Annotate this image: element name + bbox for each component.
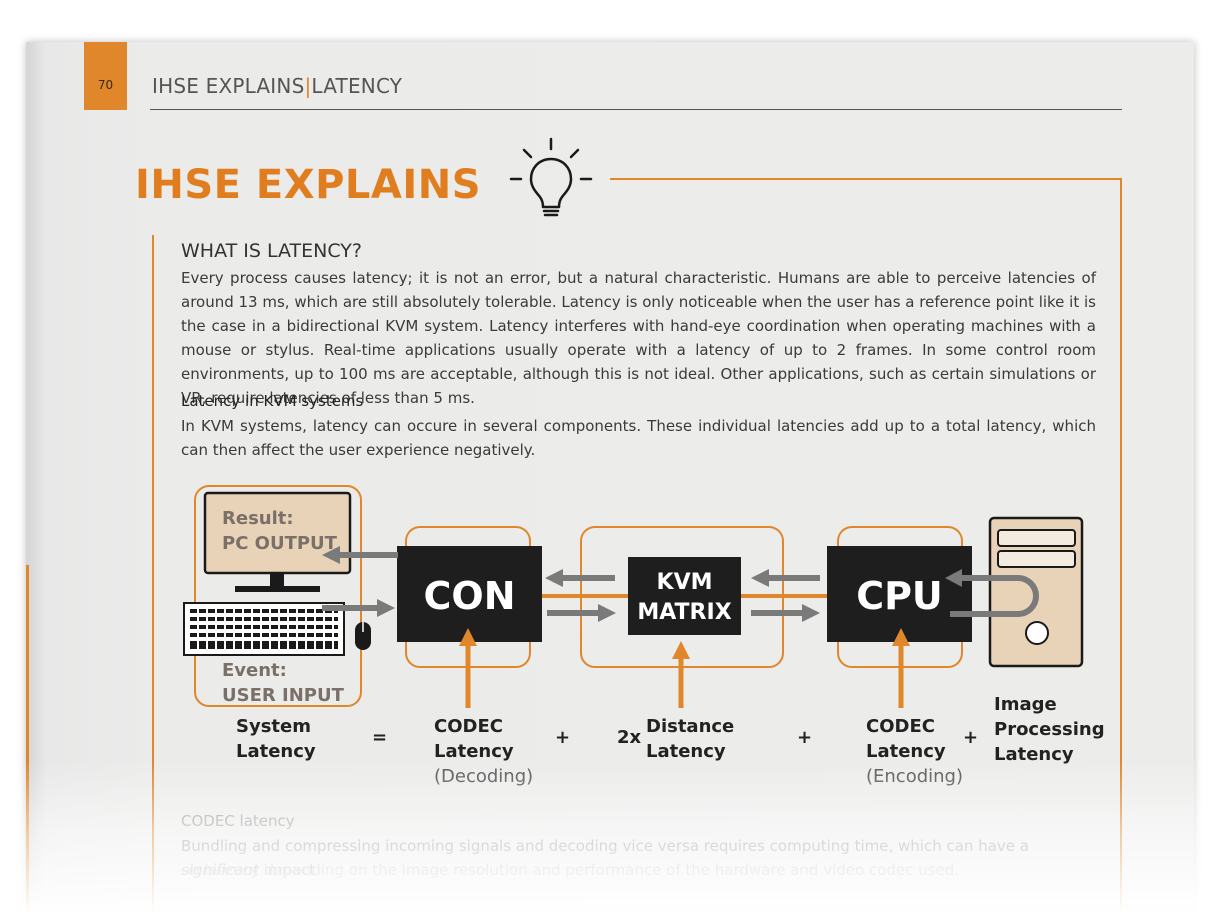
page-number-tab (84, 42, 127, 110)
running-header-section: IHSE EXPLAINS (152, 74, 305, 98)
left-border-line (152, 235, 154, 915)
con-box (397, 546, 542, 642)
monitor-icon (203, 491, 352, 592)
codec-paragraph-line2: on latency depending on the image resolu… (181, 861, 959, 879)
intro-paragraph: Every process causes latency; it is not … (181, 269, 1096, 407)
header-rule (150, 109, 1122, 110)
page-edge-accent (26, 565, 29, 915)
running-header: IHSE EXPLAINS|LATENCY (152, 74, 402, 98)
plus-sign-1: + (555, 727, 571, 748)
matrix-label-line1: KVM (656, 570, 713, 595)
equals-sign: = (372, 727, 388, 748)
con-label: CON (423, 574, 516, 618)
result-label: Result: (222, 508, 294, 529)
keyboard-icon (183, 602, 345, 656)
plus-sign-2: + (797, 727, 813, 748)
page-number: 70 (97, 78, 114, 92)
title-rule (610, 178, 1122, 180)
matrix-label-line2: MATRIX (637, 600, 732, 625)
cpu-box (827, 546, 972, 642)
result-value: PC OUTPUT (222, 533, 337, 554)
intro-heading: WHAT IS LATENCY? (181, 240, 362, 262)
cpu-label: CPU (856, 574, 943, 618)
event-label: Event: (222, 660, 287, 681)
running-header-topic: LATENCY (311, 74, 403, 98)
lightbulb-icon (509, 137, 593, 217)
codec-heading: CODEC latency (181, 812, 295, 830)
page-title: IHSE EXPLAINS (135, 162, 482, 208)
mouse-icon (355, 622, 371, 650)
running-header-separator: | (304, 74, 312, 98)
event-value: USER INPUT (222, 685, 344, 706)
matrix-box (628, 557, 741, 635)
kvm-paragraph: In KVM systems, latency can occure in se… (181, 417, 1096, 459)
workstation-box (194, 485, 362, 707)
right-border-line (1120, 178, 1122, 915)
plus-sign-3: + (963, 727, 979, 748)
distance-multiplier: 2x (617, 727, 642, 748)
kvm-heading: Latency in KVM systems (181, 392, 364, 410)
